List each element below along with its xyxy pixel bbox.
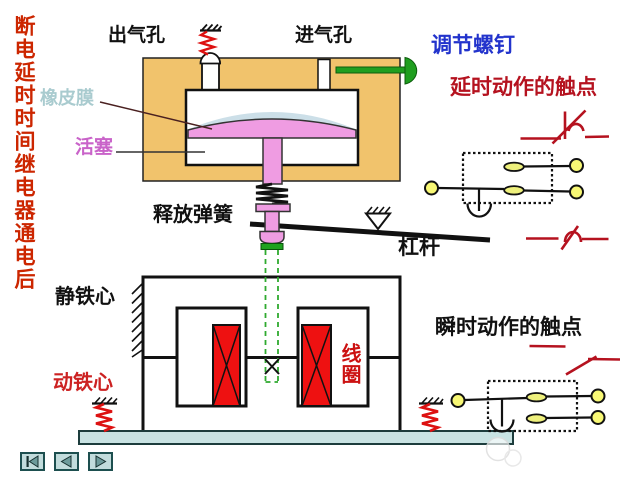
outlet-anchor-hatch xyxy=(200,23,223,32)
membrane-leader-line xyxy=(99,101,213,130)
piston-stem-assembly xyxy=(255,137,291,383)
static-core-hatch xyxy=(131,282,144,358)
terminal xyxy=(569,184,584,200)
rubber-membrane-label: 橡皮膜 xyxy=(40,88,94,108)
coil-left xyxy=(212,324,241,407)
pneumatic-head xyxy=(142,23,418,182)
instant-no-contact-symbol xyxy=(529,344,621,376)
piston-stem-upper xyxy=(262,137,283,185)
delayed-nc-contact-symbol xyxy=(520,109,610,145)
coil-right xyxy=(301,324,332,407)
terminal xyxy=(569,158,584,173)
rubber-membrane-shape xyxy=(189,112,355,129)
arrow-right-icon xyxy=(95,455,107,468)
lever-bar xyxy=(249,221,491,243)
pivot-hatch xyxy=(366,206,391,214)
instant-contacts-label: 瞬时动作的触点 xyxy=(435,316,582,339)
pivot-triangle xyxy=(363,212,393,231)
right-support-spring xyxy=(417,396,444,433)
lever-assembly xyxy=(249,206,491,243)
air-inlet-label: 进气孔 xyxy=(295,25,353,46)
coupling-x-mark xyxy=(264,358,280,375)
terminal xyxy=(424,180,439,196)
outlet-spring xyxy=(196,30,219,56)
electromagnet xyxy=(131,275,402,434)
delayed-no-contact-symbol xyxy=(526,225,609,251)
static-core-label: 静铁心 xyxy=(55,286,115,308)
actuator-hook xyxy=(489,419,515,433)
delayed-contacts-label: 延时动作的触点 xyxy=(450,76,597,99)
stem-pad xyxy=(260,243,284,250)
arrow-left-icon xyxy=(60,455,72,468)
outlet-tube xyxy=(201,61,220,93)
release-spring-label: 释放弹簧 xyxy=(153,204,233,226)
inlet-channel xyxy=(317,58,331,92)
piston-label: 活塞 xyxy=(75,137,114,158)
lever-label: 杠杆 xyxy=(398,236,440,259)
nav-prev-button[interactable] xyxy=(54,452,79,471)
delayed-contact-box xyxy=(461,151,554,205)
watermark xyxy=(485,436,522,467)
nav-next-button[interactable] xyxy=(88,452,113,471)
nav-first-button[interactable] xyxy=(20,452,45,471)
release-spring-shape xyxy=(255,182,289,206)
stem-flange xyxy=(255,203,291,213)
contact-blade xyxy=(503,185,525,196)
slide-navbar xyxy=(20,452,113,471)
slide-title: 断电延时时间继电器通电后 xyxy=(12,15,36,291)
air-outlet-label: 出气孔 xyxy=(108,25,166,46)
terminal xyxy=(590,388,606,404)
adjust-screw-label: 调节螺钉 xyxy=(431,34,515,57)
delayed-contact-mechanism xyxy=(424,151,584,218)
moving-core-label: 动铁心 xyxy=(53,372,113,394)
terminal xyxy=(450,393,466,408)
terminal xyxy=(590,410,606,425)
contact-blade xyxy=(525,413,548,424)
base-bar xyxy=(78,430,514,445)
left-support-spring xyxy=(91,396,118,433)
stem-foot xyxy=(259,230,285,245)
instant-contact-mechanism xyxy=(450,379,606,433)
skip-to-start-icon xyxy=(26,455,39,468)
actuator-hook xyxy=(466,203,493,218)
adjust-screw xyxy=(335,56,418,85)
outlet-valve-dome xyxy=(199,52,222,65)
contact-blade xyxy=(503,161,525,172)
coil-label: 线圈 xyxy=(338,343,360,385)
piston-stem-lower xyxy=(264,210,280,233)
contact-blade xyxy=(525,392,548,403)
